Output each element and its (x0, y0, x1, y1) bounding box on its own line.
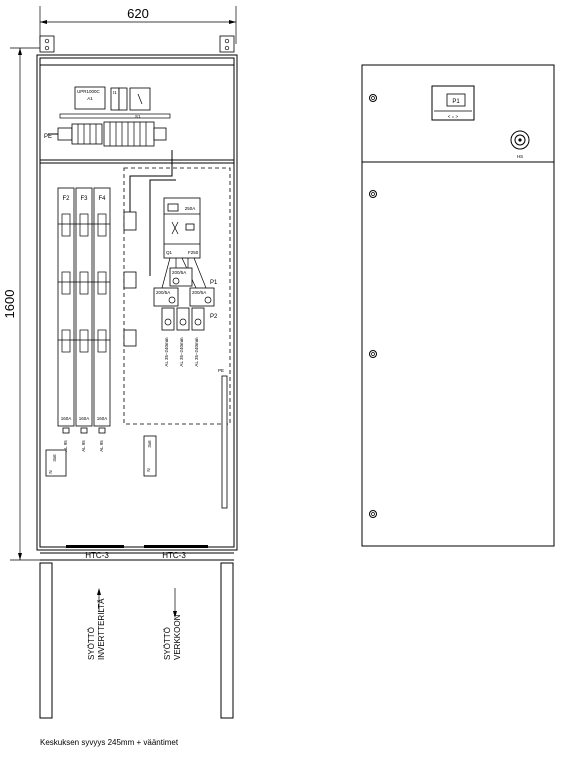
feed-inverter: SYÖTTÖ INVERTTERILTÄ (87, 588, 106, 660)
door-meter: P1 < = > (431, 85, 475, 121)
width-dimension: 620 (39, 6, 237, 44)
main-breaker-label: Q1 (166, 250, 173, 255)
top-module: UPR1000C A1 I1 S1 PE (40, 86, 234, 164)
protection-p1-label: P1 (210, 280, 218, 286)
plinth-leg-right (220, 562, 234, 719)
fuse-cable-f2: AL 95 (63, 440, 68, 452)
fuse-rating-f4: 160A (97, 416, 108, 421)
width-dimension-label: 620 (127, 6, 149, 21)
feed-inverter-line1: SYÖTTÖ (87, 627, 96, 660)
protection-p2: 200/5A 200/5A P2 (153, 287, 218, 320)
fuse-switch-f3 (75, 187, 93, 427)
protection-p2-rating-b: 200/5A (192, 290, 206, 295)
fuse-label-f2: F2 (62, 196, 70, 202)
feed-grid-line1: SYÖTTÖ (163, 627, 172, 660)
main-breaker-top-label: 250A (185, 206, 196, 211)
neutral-box-middle-text: 3x6 (147, 440, 152, 448)
emergency-stop: HS (510, 130, 530, 159)
busbar-label-1: HTC-3 (85, 551, 109, 560)
fuse-label-f4: F4 (98, 196, 106, 202)
fuse-cable-f3: AL 95 (81, 440, 86, 452)
pe-rail-label: PE (218, 368, 224, 373)
front-view: UPR1000C A1 I1 S1 PE (36, 35, 238, 719)
fuse-switch-f2 (57, 187, 75, 427)
height-dimension-label: 1600 (2, 290, 17, 319)
protection-p2-rating-a: 200/5A (156, 290, 170, 295)
cable-label-3: AL 35–240mm (194, 337, 199, 366)
meter-label-1: UPR1000C (77, 89, 101, 94)
fuse-cable-f4: AL 95 (99, 440, 104, 452)
door-frame (361, 64, 555, 547)
fuse-rating-f2: 160A (61, 416, 72, 421)
door-screw-icon (369, 94, 377, 518)
protection-p1-rating: 200/5A (172, 270, 186, 275)
fuse-switches: F2 F3 F4 160A 160A 160A AL 95 AL 95 AL 9… (57, 187, 111, 452)
lifting-lug-right (219, 35, 235, 53)
depth-note: Keskuksen syvyys 245mm + vääntimet (40, 738, 179, 747)
top-small-label-2: S1 (135, 114, 141, 119)
breaker-compartment (123, 167, 231, 425)
neutral-box-middle: 3x6 N (143, 435, 157, 477)
protection-p2-label: P2 (210, 314, 218, 320)
pe-bar-label: PE (44, 134, 52, 140)
door-meter-buttons: < = > (448, 114, 459, 119)
neutral-box-middle-label: N (146, 468, 151, 471)
plinth-leg-left (39, 562, 53, 719)
fuse-label-f3: F3 (80, 196, 88, 202)
busbar-label-2: HTC-3 (162, 551, 186, 560)
cable-label-2: AL 35–240mm (179, 337, 184, 366)
protection-p1: 200/5A P1 (169, 267, 218, 287)
door-view: P1 < = > HS (361, 64, 555, 547)
emergency-stop-label: HS (517, 154, 523, 159)
meter-label-2: A1 (87, 96, 93, 101)
lifting-lug-left (39, 35, 55, 53)
main-breaker-q1: 250A Q1 F250 (163, 197, 201, 259)
height-dimension: 1600 (2, 47, 40, 561)
feed-grid: SYÖTTÖ VERKKOON (163, 588, 182, 660)
energy-meter (74, 86, 106, 110)
main-breaker-side-label: F250 (188, 250, 199, 255)
neutral-box-left-label: N (48, 470, 53, 473)
cabinet-frame (36, 54, 238, 551)
feed-inverter-line2: INVERTTERILTÄ (97, 598, 106, 660)
neutral-box-left-text: 3x6 (52, 454, 57, 462)
top-small-label-1: I1 (113, 90, 117, 95)
cable-label-1: AL 35–240mm (164, 337, 169, 366)
pe-rail: PE (218, 368, 228, 509)
fuse-rating-f3: 160A (79, 416, 90, 421)
feed-grid-line2: VERKKOON (173, 614, 182, 660)
neutral-box-left: 3x6 N (45, 449, 67, 477)
fuse-switch-f4 (93, 187, 111, 427)
door-meter-label: P1 (452, 99, 460, 105)
